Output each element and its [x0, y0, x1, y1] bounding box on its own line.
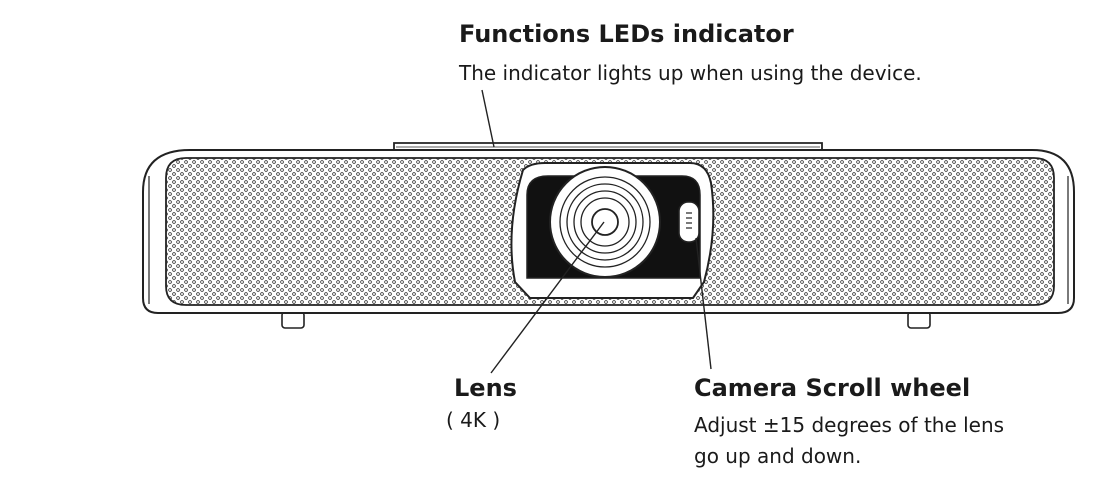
led-leader-line	[481, 89, 495, 148]
wheel-callout-description-line-2: go up and down.	[694, 444, 862, 468]
lens-leader-line	[490, 221, 605, 374]
led-callout-title: Functions LEDs indicator	[459, 20, 794, 48]
device-feet	[281, 311, 931, 329]
lens-callout-spec: ( 4K )	[446, 408, 501, 432]
wheel-callout-description-line-1: Adjust ±15 degrees of the lens	[694, 413, 1005, 437]
scroll-wheel[interactable]	[678, 201, 700, 243]
led-callout-description: The indicator lights up when using the d…	[459, 61, 922, 85]
lens-callout-title: Lens	[454, 374, 517, 402]
wheel-callout-title: Camera Scroll wheel	[694, 374, 971, 402]
camera-lens	[549, 166, 661, 278]
wheel-leader-line	[695, 237, 712, 370]
